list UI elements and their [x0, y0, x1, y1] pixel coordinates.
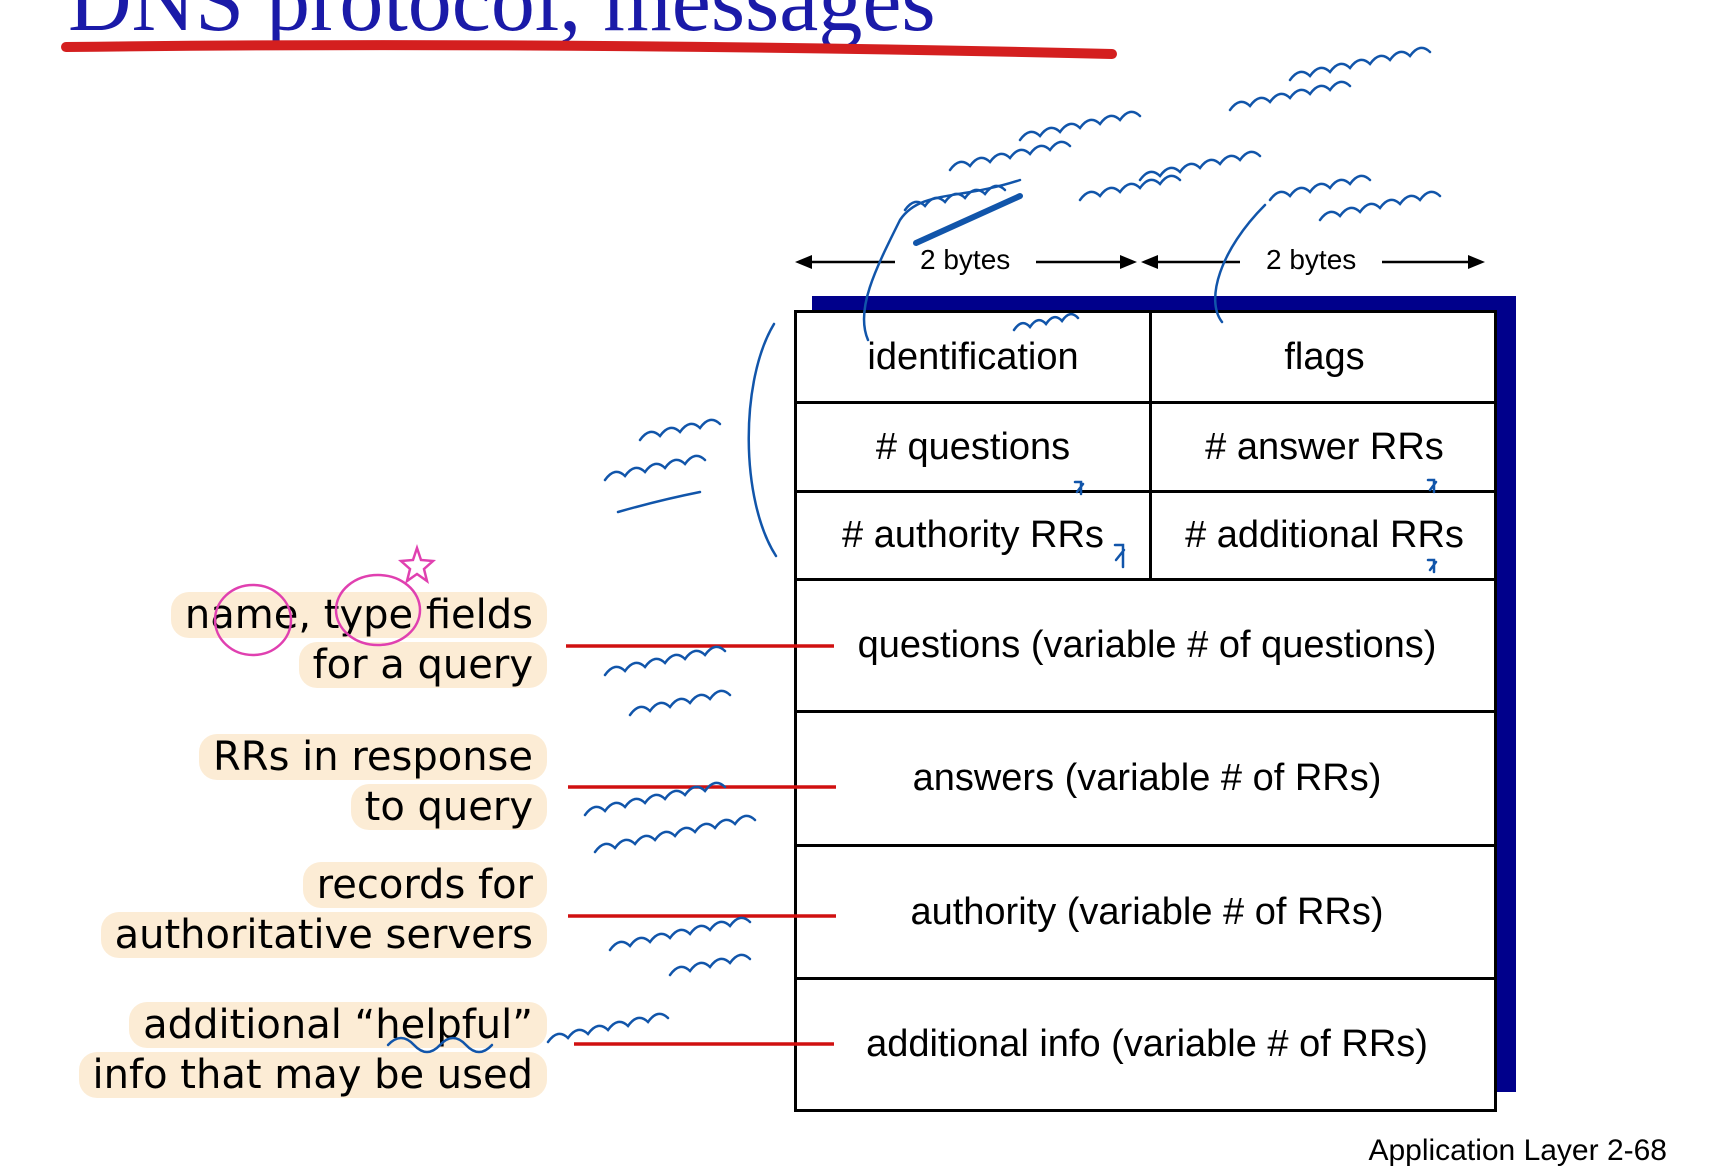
field-num-additional-rrs: # additional RRs	[1185, 514, 1464, 556]
byte-label-left: 2 bytes	[920, 244, 1011, 275]
label-line: records for	[302, 862, 547, 908]
field-num-authority-rrs: # authority RRs	[842, 514, 1104, 556]
dns-message-table: identification flags # questions # answe…	[794, 310, 1497, 1112]
title-underline	[61, 40, 1117, 59]
byte-label-right: 2 bytes	[1266, 244, 1357, 275]
pointer-lines	[566, 644, 836, 1046]
row-divider	[797, 710, 1494, 713]
field-identification: identification	[867, 335, 1079, 378]
star-icon	[397, 544, 437, 584]
section-additional-info: additional info (variable # of RRs)	[866, 1023, 1428, 1065]
row-divider	[797, 977, 1494, 980]
column-divider	[1149, 313, 1152, 578]
row-divider	[797, 490, 1494, 493]
pink-marks	[213, 544, 437, 657]
label-line: RRs in response	[199, 734, 547, 780]
row-divider	[797, 578, 1494, 581]
label-line: to query	[350, 784, 547, 830]
byte-width-arrows	[795, 255, 1485, 269]
field-num-questions: # questions	[875, 425, 1071, 468]
slide-title: DNS protocol, messages	[68, 0, 936, 50]
section-questions: questions (variable # of questions)	[857, 624, 1437, 666]
label-authority: records for authoritative servers	[100, 860, 547, 960]
field-flags: flags	[1284, 335, 1365, 378]
row-divider	[797, 401, 1494, 404]
label-line: info that may be used	[78, 1052, 547, 1098]
label-line: for a query	[298, 642, 547, 688]
slide-footer: Application Layer 2-68	[1368, 1134, 1667, 1167]
section-answers: answers (variable # of RRs)	[912, 757, 1382, 799]
row-divider	[797, 844, 1494, 847]
label-line: name, type fields	[170, 592, 547, 638]
label-additional: additional “helpful” info that may be us…	[78, 1000, 547, 1100]
section-authority: authority (variable # of RRs)	[910, 890, 1384, 933]
label-line: authoritative servers	[100, 912, 547, 958]
handwritten-notes	[386, 46, 1442, 1054]
label-answers: RRs in response to query	[199, 732, 547, 832]
label-questions: name, type fields for a query	[170, 590, 547, 690]
label-line: additional “helpful”	[129, 1002, 547, 1048]
field-num-answer-rrs: # answer RRs	[1205, 425, 1444, 468]
